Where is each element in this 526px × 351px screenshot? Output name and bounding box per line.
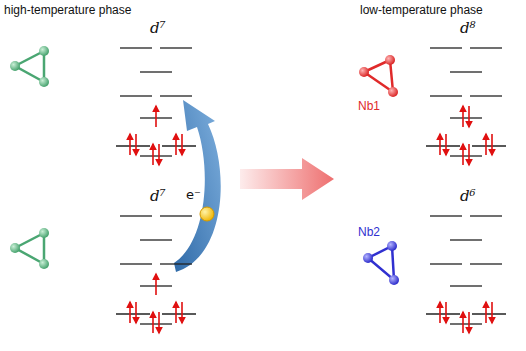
energy-level — [160, 215, 192, 216]
energy-level — [120, 47, 152, 48]
spin-down — [135, 302, 137, 323]
spin-up — [152, 144, 154, 165]
panel-heading: low-temperature phase — [360, 4, 483, 17]
energy-level — [116, 145, 150, 146]
energy-level — [450, 71, 482, 72]
energy-level — [430, 215, 462, 216]
spin-down — [468, 312, 470, 333]
spin-down — [491, 134, 493, 155]
energy-level — [120, 95, 152, 96]
energy-level — [430, 263, 462, 264]
energy-level — [470, 215, 502, 216]
energy-level — [470, 95, 502, 96]
energy-level — [450, 323, 482, 324]
energy-level — [470, 263, 502, 264]
energy-level — [140, 323, 172, 324]
trimer-red — [359, 55, 398, 97]
spin-up — [129, 302, 131, 323]
site-label: Nb2 — [358, 226, 380, 239]
spin-down — [468, 144, 470, 165]
electron-count: d⁷ — [150, 20, 166, 37]
electron-dot — [200, 207, 214, 221]
energy-level — [430, 47, 462, 48]
spin-up — [439, 302, 441, 323]
spin-down — [158, 144, 160, 165]
energy-level — [426, 313, 460, 314]
energy-level — [140, 239, 172, 240]
transition-arrow — [240, 158, 334, 200]
spin-up — [129, 134, 131, 155]
spin-up — [175, 302, 177, 323]
spin-down — [181, 302, 183, 323]
trimer-green — [10, 46, 49, 87]
transfer-arrow — [174, 100, 221, 272]
spin-up — [152, 312, 154, 333]
spin-up — [485, 134, 487, 155]
spin-down — [135, 134, 137, 155]
energy-level — [140, 71, 172, 72]
energy-level — [120, 263, 152, 264]
spin-up — [155, 274, 157, 295]
spin-up — [175, 134, 177, 155]
spin-down — [181, 134, 183, 155]
energy-level — [472, 145, 506, 146]
energy-level — [426, 145, 460, 146]
electron-count: d⁸ — [460, 20, 476, 37]
spin-up — [485, 302, 487, 323]
energy-level — [450, 117, 482, 118]
spin-up — [462, 106, 464, 127]
electron-count: d⁷ — [150, 188, 166, 205]
spin-down — [491, 302, 493, 323]
spin-up — [155, 106, 157, 127]
energy-level — [470, 47, 502, 48]
energy-level — [116, 313, 150, 314]
spin-up — [439, 134, 441, 155]
spin-down — [445, 302, 447, 323]
spin-up — [462, 144, 464, 165]
energy-level — [162, 145, 196, 146]
site-label: Nb1 — [358, 100, 380, 113]
trimer-green — [10, 228, 49, 269]
energy-level — [430, 95, 462, 96]
trimer-blue — [363, 241, 399, 285]
electron-count: d⁶ — [460, 188, 476, 205]
spin-up — [462, 312, 464, 333]
energy-level — [160, 263, 192, 264]
spin-down — [158, 312, 160, 333]
energy-level — [450, 155, 482, 156]
spin-down — [468, 106, 470, 127]
energy-level — [472, 313, 506, 314]
energy-level — [450, 239, 482, 240]
energy-level — [162, 313, 196, 314]
energy-level — [140, 155, 172, 156]
spin-down — [445, 134, 447, 155]
energy-level — [160, 95, 192, 96]
panel-heading: high-temperature phase — [4, 4, 131, 17]
energy-level — [120, 215, 152, 216]
energy-level — [450, 285, 482, 286]
energy-levels — [116, 48, 506, 333]
energy-level — [160, 47, 192, 48]
electron-label: e⁻ — [186, 188, 201, 202]
